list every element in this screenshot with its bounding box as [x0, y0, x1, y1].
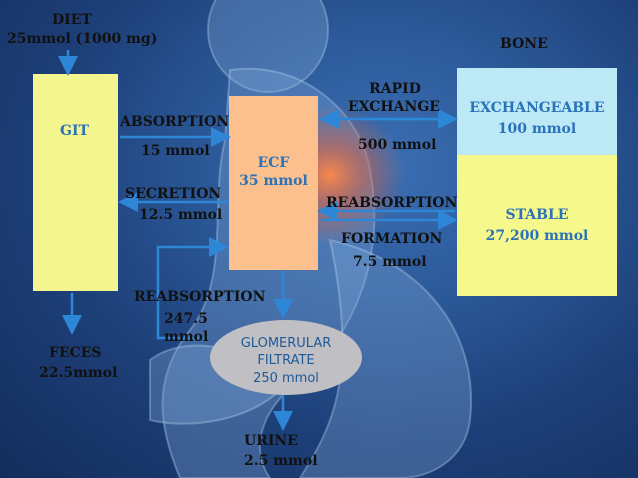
- ecf-amount: 35 mmol: [239, 173, 308, 189]
- stable-amount: 27,200 mmol: [485, 228, 589, 244]
- urine-label: URINE: [244, 433, 298, 449]
- glomerular-filtrate-line1: GLOMERULAR: [240, 336, 332, 351]
- renal-reabsorption-amount-line2: mmol: [164, 329, 209, 345]
- exchangeable-amount: 100 mmol: [497, 121, 577, 137]
- rapid-exchange-line2: EXCHANGE: [348, 99, 440, 115]
- stable-label: STABLE: [505, 207, 569, 223]
- renal-reabsorption-arrow: [156, 237, 229, 340]
- absorption-amount: 15 mmol: [141, 143, 210, 159]
- diet-amount: 25mmol (1000 mg): [7, 31, 158, 47]
- formation-label: FORMATION: [341, 231, 443, 247]
- glomerular-filtrate-line2: FILTRATE: [257, 353, 315, 368]
- git-label: GIT: [60, 123, 89, 139]
- secretion-amount: 12.5 mmol: [139, 207, 223, 223]
- rapid-exchange-line1: RAPID: [369, 81, 421, 97]
- feces-label: FECES: [49, 345, 102, 361]
- renal-reabsorption-label: REABSORPTION: [134, 289, 266, 305]
- absorption-label: ABSORPTION: [120, 114, 230, 130]
- bone-reabsorption-label: REABSORPTION: [326, 195, 458, 211]
- glomerular-filtrate-ellipse: [210, 320, 362, 395]
- stable-bone-box: [457, 155, 617, 296]
- urine-amount: 2.5 mmol: [244, 453, 318, 469]
- formation-amount: 7.5 mmol: [353, 254, 427, 270]
- rapid-exchange-amount: 500 mmol: [358, 137, 437, 153]
- bone-label: BONE: [500, 36, 548, 52]
- renal-reabsorption-amount-line1: 247.5: [164, 311, 208, 327]
- exchangeable-bone-box: [457, 68, 617, 155]
- secretion-label: SECRETION: [125, 186, 222, 202]
- ecf-box: [229, 96, 318, 270]
- exchangeable-label: EXCHANGEABLE: [469, 100, 605, 116]
- git-box: [33, 74, 118, 291]
- diet-label: DIET: [52, 12, 92, 28]
- glomerular-filtrate-amount: 250 mmol: [253, 371, 319, 386]
- ecf-label: ECF: [257, 155, 290, 171]
- feces-amount: 22.5mmol: [39, 365, 118, 381]
